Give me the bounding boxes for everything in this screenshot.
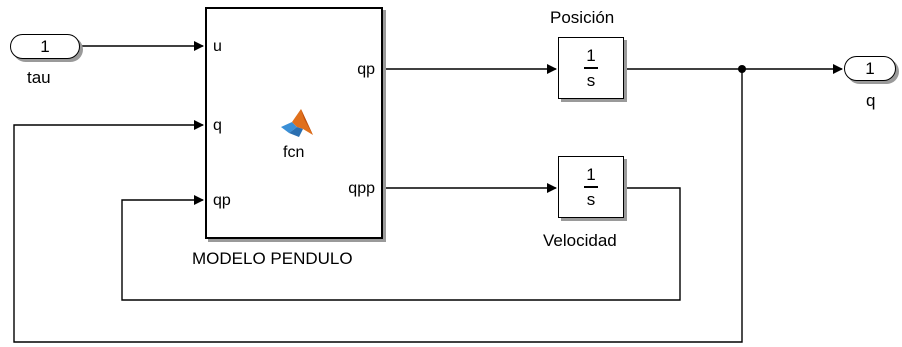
integrator-position-fraction: 1 s	[584, 47, 598, 89]
function-block-caption: MODELO PENDULO	[192, 249, 353, 268]
integrator-position-denominator: s	[586, 70, 596, 90]
integrator-velocity-fraction: 1 s	[584, 166, 598, 208]
output-port-qp: qp	[357, 61, 375, 78]
output-port-qpp: qpp	[348, 180, 375, 197]
inport-name: tau	[27, 68, 51, 87]
matlab-logo-icon	[279, 107, 315, 144]
integrator-velocity-label: Velocidad	[543, 231, 617, 250]
fraction-bar	[584, 67, 598, 69]
outport-name: q	[866, 91, 876, 110]
input-port-u: u	[213, 38, 222, 55]
input-port-qp: qp	[213, 192, 231, 209]
input-port-q: q	[213, 117, 222, 134]
outport-number: 1	[865, 58, 875, 78]
inport-tau[interactable]: 1	[10, 34, 80, 59]
integrator-velocity-block[interactable]: 1 s	[558, 156, 624, 218]
integrator-position-numerator: 1	[586, 46, 596, 66]
wire-feedback-qp	[121, 187, 681, 301]
fraction-bar	[584, 186, 598, 188]
integrator-position-block[interactable]: 1 s	[558, 37, 624, 99]
integrator-velocity-numerator: 1	[586, 165, 596, 185]
wire-feedback-q	[13, 69, 743, 343]
branch-point	[738, 65, 746, 73]
integrator-velocity-denominator: s	[586, 189, 596, 209]
function-name: fcn	[283, 144, 305, 161]
outport-q[interactable]: 1	[844, 56, 896, 81]
integrator-position-label: Posición	[550, 8, 615, 27]
inport-number: 1	[40, 36, 50, 56]
matlab-function-block[interactable]: u q qp qp qpp fcn	[205, 7, 383, 239]
